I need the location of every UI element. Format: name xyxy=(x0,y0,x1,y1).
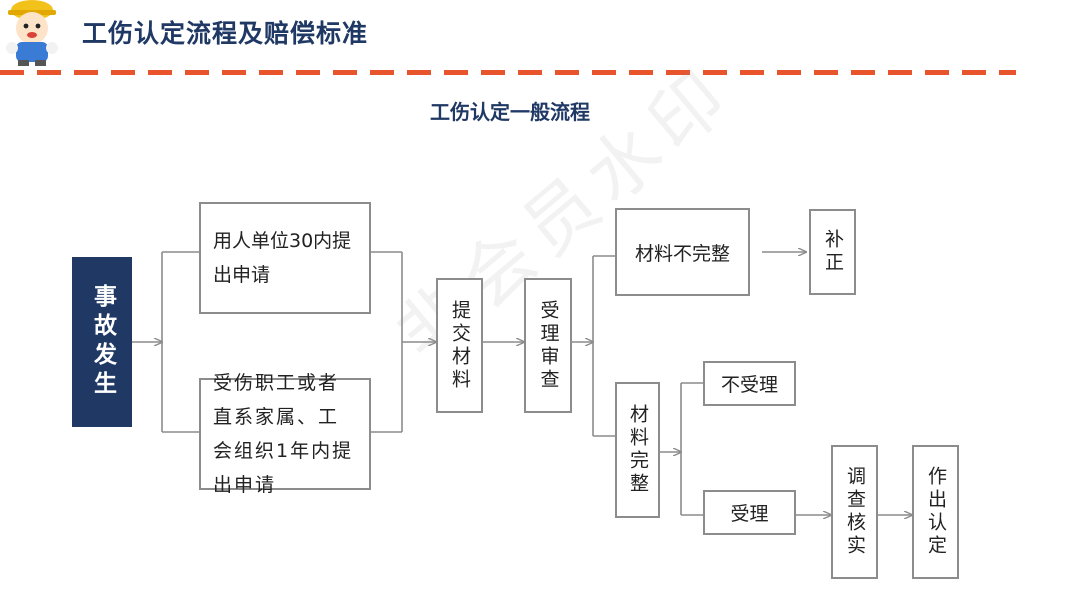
node-employer-apply-label: 用人单位30内提出申请 xyxy=(213,230,352,286)
node-decide: 作出认定 xyxy=(912,445,959,579)
node-investigate-label: 调查核实 xyxy=(844,466,866,558)
node-supplement: 补正 xyxy=(809,209,856,295)
node-complete: 材料完整 xyxy=(615,382,660,518)
node-submit-materials-label: 提交材料 xyxy=(449,299,471,392)
node-employer-apply: 用人单位30内提出申请 xyxy=(199,202,371,314)
node-incomplete: 材料不完整 xyxy=(615,208,750,296)
node-accept-review-label: 受理审查 xyxy=(537,299,560,392)
node-submit-materials: 提交材料 xyxy=(436,278,483,413)
node-accident-label: 事故发生 xyxy=(89,284,116,400)
dashed-divider xyxy=(0,70,1016,75)
node-decide-label: 作出认定 xyxy=(925,466,947,558)
node-accept-label: 受理 xyxy=(730,503,769,525)
node-accept-review: 受理审查 xyxy=(524,278,572,413)
node-investigate: 调查核实 xyxy=(831,445,878,579)
node-complete-label: 材料完整 xyxy=(627,404,649,496)
mascot-icon xyxy=(6,0,58,66)
page-title: 工伤认定流程及赔偿标准 xyxy=(82,19,369,48)
node-reject-label: 不受理 xyxy=(720,374,778,396)
node-supplement-label: 补正 xyxy=(822,229,844,275)
node-worker-apply: 受伤职工或者直系家属、工会组织1年内提出申请 xyxy=(199,372,371,496)
node-reject: 不受理 xyxy=(703,361,796,406)
node-worker-apply-label: 受伤职工或者直系家属、工会组织1年内提出申请 xyxy=(213,372,354,496)
diagram-title: 工伤认定一般流程 xyxy=(430,100,590,124)
node-accident: 事故发生 xyxy=(72,257,132,427)
node-accept: 受理 xyxy=(703,490,796,535)
node-incomplete-label: 材料不完整 xyxy=(634,242,730,265)
